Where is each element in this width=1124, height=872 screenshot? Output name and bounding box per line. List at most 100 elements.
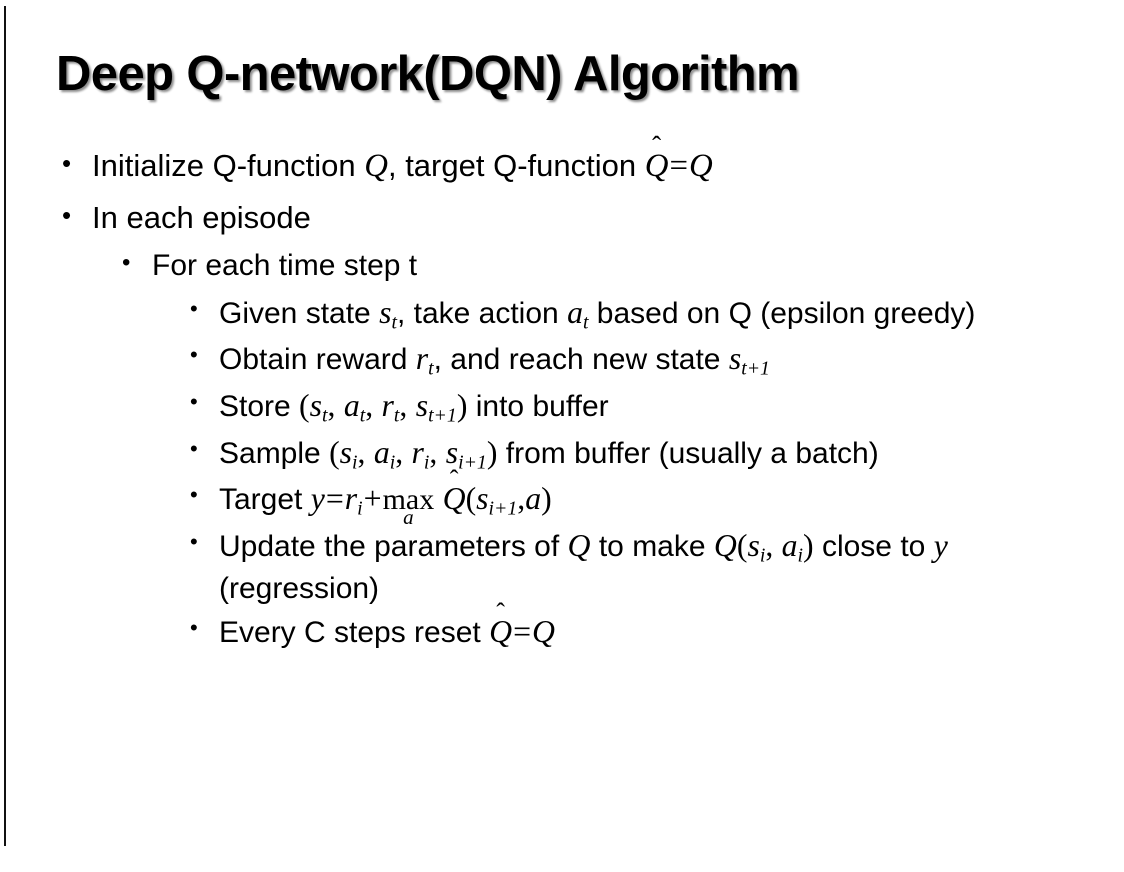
list-item-text: Given state st, take action at based on … [219,292,1099,336]
math-subscript-t: t [428,357,434,380]
math-equals: = [325,481,344,517]
math-comma: , [357,434,366,470]
math-subscript-i: i [797,544,804,567]
list-item-text: Sample (si, ai, ri, si+1) from buffer (u… [219,432,1099,476]
list-item-given-state: • Given state st, take action at based o… [0,292,1124,336]
algorithm-bullet-list: • Initialize Q-function Q, target Q-func… [0,145,1124,656]
math-var-q: Q [713,528,737,564]
math-subscript-i: i [357,497,363,520]
list-item-sample-tuple: • Sample (si, ai, ri, si+1) from buffer … [0,432,1124,476]
bullet-dot-icon: • [122,248,131,276]
text-run: , and reach new state [433,343,729,377]
math-subscript-i-plus-1: i+1 [458,451,487,474]
math-comma: , [365,388,374,424]
text-run: Store [219,390,300,424]
math-var-y: y [310,481,325,517]
math-var-r: r [344,481,358,517]
math-subscript-t: t [582,311,589,334]
bullet-dot-icon: • [190,529,198,555]
math-paren-open: ( [329,434,340,470]
math-var-q: Q [364,148,388,184]
text-run: Every C steps reset [219,616,490,650]
math-var-r: r [415,341,429,377]
math-comma: , [765,528,774,564]
page-title: Deep Q-network(DQN) Algorithm [56,47,800,101]
list-item-obtain-reward: • Obtain reward rt, and reach new state … [0,338,1124,382]
math-var-q-hat: Q̂ [489,614,513,650]
list-item-text: Store (st, at, rt, st+1) into buffer [219,385,1099,429]
math-var-y: y [933,528,948,564]
list-item-for-each-time-step: • For each time step t [0,246,1124,286]
text-run: (regression) [219,571,380,605]
math-comma: , [395,434,404,470]
math-var-s: s [728,341,742,377]
math-subscript-t: t [391,311,397,334]
math-comma: , [327,388,336,424]
math-plus: + [363,481,382,517]
text-run: Initialize Q-function [92,148,365,183]
math-paren-close: ) [541,481,552,517]
text-run: from buffer (usually a batch) [497,436,879,470]
math-max-subscript-a: a [403,504,414,529]
math-max-label: max [382,483,435,517]
math-var-r: r [381,388,394,424]
list-item-initialize: • Initialize Q-function Q, target Q-func… [0,145,1124,189]
slide-left-border [4,6,6,846]
math-paren-close: ) [486,434,498,470]
math-paren-close: ) [803,528,814,564]
math-var-a: a [567,294,583,330]
math-var-s: s [747,528,760,564]
math-paren-close: ) [456,388,468,424]
math-subscript-i: i [759,544,766,567]
math-var-r: r [411,434,424,470]
math-var-q: Q [688,148,713,184]
math-subscript-t-plus-1: t+1 [428,404,457,427]
text-run: Obtain reward [219,343,416,377]
math-var-s: s [476,481,489,517]
math-var-s: s [339,434,353,470]
math-comma: , [399,388,408,424]
math-var-s: s [415,388,429,424]
math-var-q-hat: Q̂ [442,481,466,517]
list-item-in-each-episode: • In each episode [0,197,1124,238]
bullet-dot-icon: • [190,482,198,508]
list-item-text: For each time step t [152,248,418,282]
math-subscript-t: t [393,404,400,427]
text-run: , take action [396,296,568,330]
list-item-text: Update the parameters of Q to make Q(si,… [219,525,1099,608]
math-var-a: a [525,481,542,517]
text-run: Given state [219,296,380,330]
text-run: Target [219,483,311,517]
bullet-dot-icon: • [190,295,198,321]
math-var-a: a [781,528,798,564]
text-run: , target Q-function [387,148,645,183]
list-item-text: Every C steps reset Q̂=Q [219,611,1099,653]
text-run: into buffer [467,390,609,424]
math-subscript-i: i [423,451,430,474]
bullet-dot-icon: • [62,148,72,178]
math-var-a: a [343,388,360,424]
math-subscript-i: i [389,451,396,474]
math-comma: , [517,481,526,517]
text-run: Update the parameters of [219,530,568,564]
math-subscript-t: t [359,404,366,427]
math-paren-open: ( [299,388,310,424]
text-run: based on Q (epsilon greedy) [588,296,976,330]
list-item-update-parameters: • Update the parameters of Q to make Q(s… [0,525,1124,608]
text-run: Sample [219,436,330,470]
math-var-s: s [379,294,392,330]
list-item-reset-target-network: • Every C steps reset Q̂=Q [0,611,1124,653]
text-run: close to [813,530,934,564]
bullet-dot-icon: • [190,615,198,641]
bullet-dot-icon: • [62,199,72,230]
math-var-s: s [445,434,459,470]
math-equals: = [669,148,688,184]
math-subscript-t-plus-1: t+1 [741,357,770,380]
text-run: to make [590,530,714,564]
bullet-dot-icon: • [190,435,198,461]
list-item-text: In each episode [92,199,311,235]
